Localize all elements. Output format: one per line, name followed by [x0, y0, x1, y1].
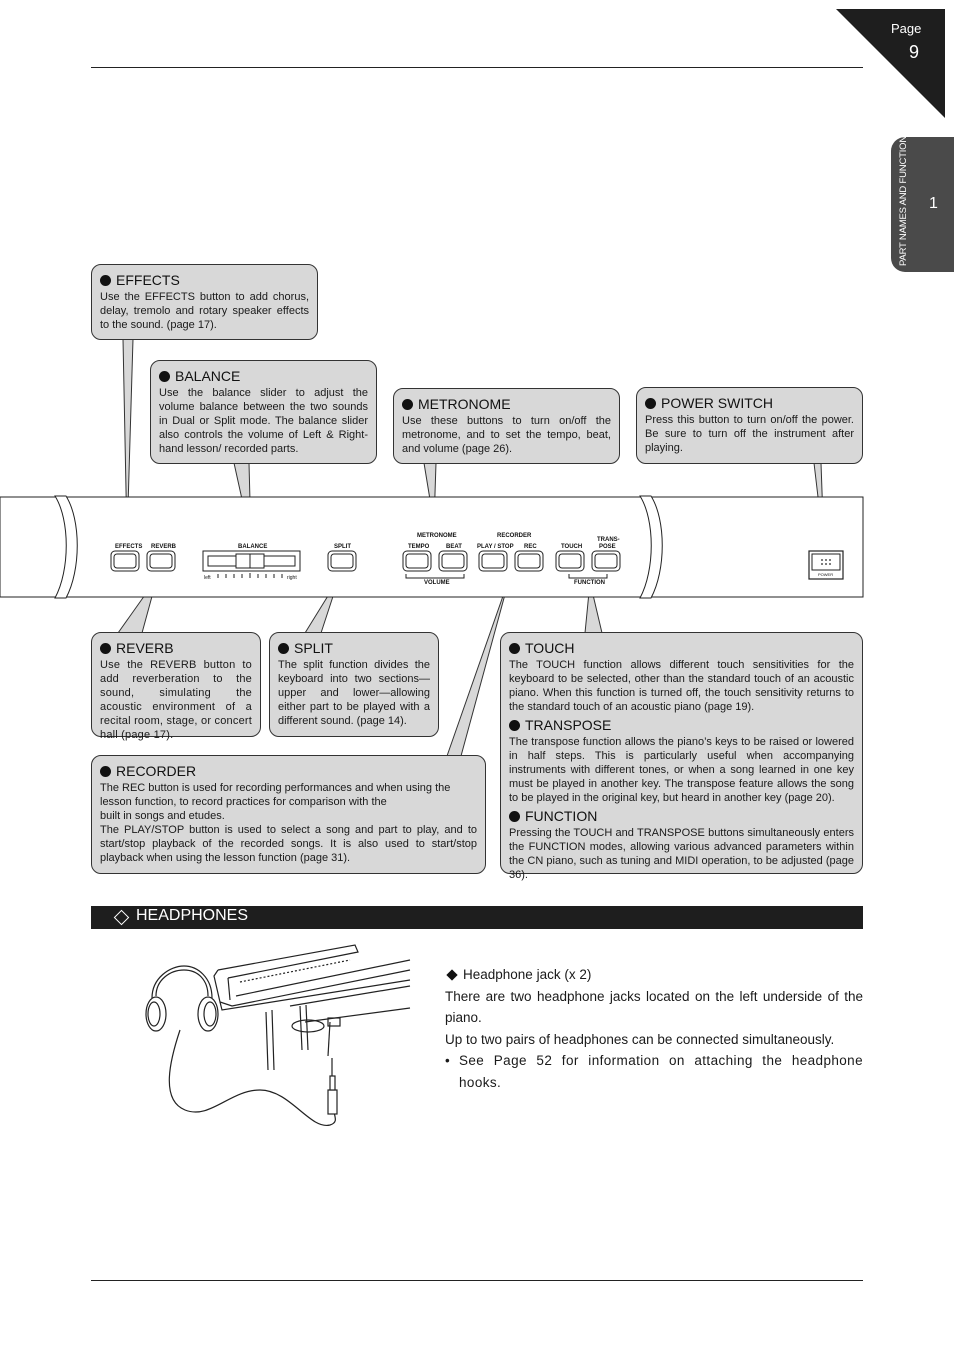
panel-label-beat: BEAT [446, 544, 462, 550]
bottom-rule [91, 1280, 863, 1281]
top-rule [91, 67, 863, 68]
callout-reverb: REVERB Use the REVERB button to add reve… [91, 632, 261, 741]
balance-left-label: left [204, 575, 211, 581]
callout-title: SPLIT [294, 640, 333, 656]
panel-label-touch: TOUCH [561, 544, 582, 550]
bullet-dot-icon [159, 370, 170, 382]
callout-balance: BALANCE Use the balance slider to adjust… [150, 360, 377, 464]
panel-label-transpose-1: TRANS- [597, 537, 620, 543]
headphones-description: Headphone jack (x 2) There are two headp… [445, 964, 863, 1093]
bullet-dot-icon [278, 642, 289, 654]
control-panel-diagram: EFFECTS REVERB BALANCE left right SPLIT … [0, 495, 864, 599]
callout-title: BALANCE [175, 368, 241, 384]
panel-label-power: POWER [818, 572, 833, 577]
page-label: Page [891, 21, 922, 36]
callout-power-switch: POWER SWITCH Press this button to turn o… [636, 387, 863, 464]
play-stop-button-face [481, 553, 505, 569]
callout-title: METRONOME [418, 396, 511, 412]
headphones-paragraph-1: There are two headphone jacks located on… [445, 988, 863, 1026]
callout-title-transpose: TRANSPOSE [525, 717, 612, 733]
bullet-mark: • [445, 1053, 450, 1068]
bullet-dot-icon [100, 765, 111, 777]
headphones-paragraph-2: Up to two pairs of headphones can be con… [445, 1031, 835, 1047]
touch-button-face [558, 553, 582, 569]
split-button-face [330, 553, 354, 569]
callout-text: Use the EFFECTS button to add chorus, de… [100, 291, 309, 331]
callout-title-function: FUNCTION [525, 808, 598, 824]
diamond-bullet-icon [446, 969, 458, 981]
panel-label-volume: VOLUME [424, 580, 450, 586]
callout-split: SPLIT The split function divides the key… [269, 632, 439, 737]
callout-title: RECORDER [116, 763, 197, 779]
panel-label-tempo: TEMPO [408, 544, 430, 550]
chapter-tab [891, 137, 954, 272]
headphones-bullet-text: See Page 52 for information on attaching… [459, 1053, 863, 1090]
callout-text-1: The REC button is used for recording per… [100, 782, 451, 808]
callout-text: The split function divides the keyboard … [278, 659, 430, 727]
callout-text: Use the balance slider to adjust the vol… [159, 387, 368, 455]
panel-label-reverb: REVERB [151, 544, 177, 550]
transpose-button-face [594, 553, 618, 569]
panel-label-split: SPLIT [334, 544, 351, 550]
power-switch-grip-icon [821, 559, 831, 565]
bullet-dot-icon [509, 719, 520, 731]
bullet-dot-icon [509, 642, 520, 654]
tempo-button-face [405, 553, 429, 569]
panel-label-effects: EFFECTS [115, 544, 142, 550]
bullet-dot-icon [100, 274, 111, 286]
callout-metronome: METRONOME Use these buttons to turn on/o… [393, 388, 620, 464]
balance-right-label: right [287, 575, 297, 581]
rec-button-face [517, 553, 541, 569]
section-title: HEADPHONES [136, 907, 249, 924]
page-corner [836, 9, 945, 118]
volume-bracket [405, 574, 465, 579]
panel-label-function: FUNCTION [574, 580, 605, 586]
callout-text-function: Pressing the TOUCH and TRANSPOSE buttons… [509, 827, 854, 881]
callout-title-touch: TOUCH [525, 640, 575, 656]
function-bracket [568, 574, 608, 579]
beat-button-face [441, 553, 465, 569]
callout-title: EFFECTS [116, 272, 180, 288]
callout-text-transpose: The transpose function allows the piano’… [509, 736, 854, 804]
section-header-bar [91, 906, 863, 929]
callout-touch-transpose-function: TOUCH The TOUCH function allows differen… [500, 632, 863, 881]
callout-text: Use the REVERB button to add reverberati… [100, 659, 252, 741]
callout-title: REVERB [116, 640, 174, 656]
power-switch-face [811, 553, 841, 571]
page-number: 9 [909, 42, 920, 62]
callout-text: Use these buttons to turn on/off the met… [402, 415, 611, 455]
reverb-button-face [149, 553, 173, 569]
headphone-jack-label: Headphone jack (x 2) [463, 967, 592, 982]
bullet-dot-icon [100, 642, 111, 654]
callout-recorder: RECORDER The REC button is used for reco… [91, 755, 486, 874]
balance-scale-ticks [217, 573, 283, 578]
panel-label-transpose-2: POSE [599, 544, 616, 550]
callout-text: Press this button to turn on/off the pow… [645, 414, 854, 454]
panel-label-rec: REC [524, 544, 537, 550]
callout-text-touch: The TOUCH function allows different touc… [509, 659, 854, 713]
callout-text-2: built in songs and etudes. [100, 810, 225, 822]
panel-label-play-stop: PLAY / STOP [477, 544, 514, 550]
headphones-illustration [145, 944, 411, 1126]
chapter-tab-number: 1 [929, 195, 938, 212]
panel-label-recorder: RECORDER [497, 533, 532, 539]
callout-text-3: The PLAY/STOP button is used to select a… [100, 824, 477, 864]
panel-label-balance: BALANCE [238, 544, 267, 550]
panel-label-metronome: METRONOME [417, 533, 457, 539]
bullet-dot-icon [402, 398, 413, 410]
bullet-dot-icon [645, 397, 656, 409]
callout-title: POWER SWITCH [661, 395, 773, 411]
bullet-dot-icon [509, 810, 520, 822]
callout-effects: EFFECTS Use the EFFECTS button to add ch… [91, 264, 318, 340]
effects-button-face [113, 553, 137, 569]
